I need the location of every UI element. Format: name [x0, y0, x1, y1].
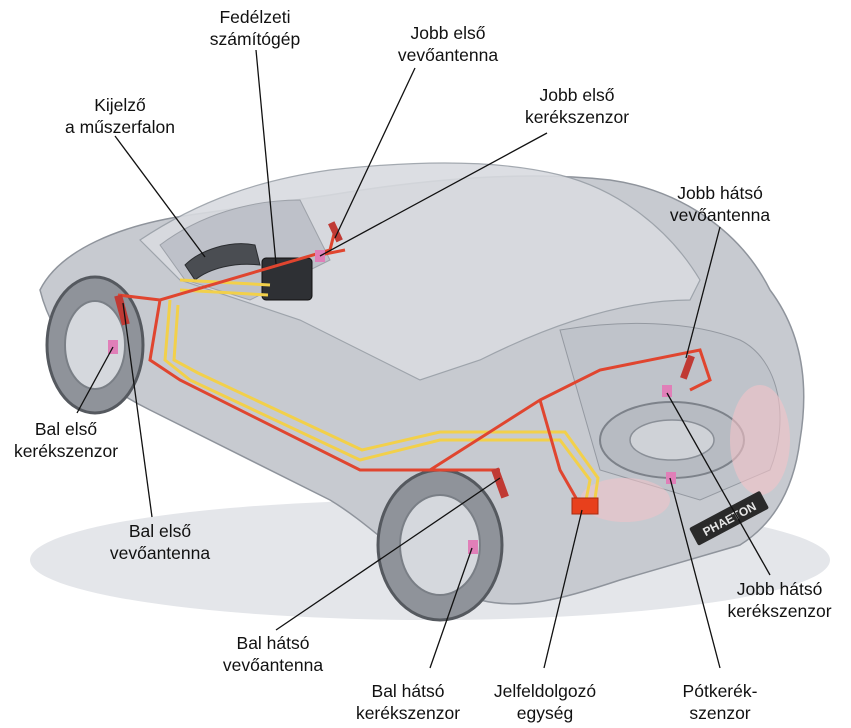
label-spare-wheel-sensor: Pótkerék- szenzor: [640, 680, 800, 724]
label-line: kerékszenzor: [497, 106, 657, 128]
label-line: Jelfeldolgozó: [465, 680, 625, 702]
label-signal-unit: Jelfeldolgozó egység: [465, 680, 625, 724]
label-rear-left-sensor: Bal hátsó kerékszenzor: [328, 680, 488, 724]
label-line: kerékszenzor: [708, 600, 851, 622]
label-line: egység: [465, 702, 625, 724]
label-line: Bal hátsó: [328, 680, 488, 702]
label-line: Jobb hátsó: [708, 578, 851, 600]
rear-right-sensor-marker: [662, 385, 672, 397]
label-line: Jobb első: [497, 84, 657, 106]
label-line: a műszerfalon: [40, 116, 200, 138]
label-line: Jobb hátsó: [640, 182, 800, 204]
label-line: Kijelző: [40, 94, 200, 116]
label-rear-left-antenna: Bal hátsó vevőantenna: [193, 632, 353, 676]
label-rear-right-antenna: Jobb hátsó vevőantenna: [640, 182, 800, 226]
label-dashboard-display: Kijelző a műszerfalon: [40, 94, 200, 138]
label-line: Jobb első: [368, 22, 528, 44]
label-front-right-sensor: Jobb első kerékszenzor: [497, 84, 657, 128]
onboard-computer-box: [262, 258, 312, 300]
label-line: szenzor: [640, 702, 800, 724]
label-line: vevőantenna: [80, 542, 240, 564]
label-line: Bal első: [0, 418, 132, 440]
label-line: vevőantenna: [368, 44, 528, 66]
rear-light-right: [730, 385, 790, 495]
label-line: Fedélzeti: [175, 6, 335, 28]
rear-left-sensor-marker: [468, 540, 478, 554]
label-front-left-antenna: Bal első vevőantenna: [80, 520, 240, 564]
signal-unit-marker: [572, 498, 598, 514]
label-line: Bal első: [80, 520, 240, 542]
label-line: számítógép: [175, 28, 335, 50]
label-line: Bal hátsó: [193, 632, 353, 654]
label-onboard-computer: Fedélzeti számítógép: [175, 6, 335, 50]
label-rear-right-sensor: Jobb hátsó kerékszenzor: [708, 578, 851, 622]
label-front-right-antenna: Jobb első vevőantenna: [368, 22, 528, 66]
label-line: kerékszenzor: [0, 440, 132, 462]
label-line: Pótkerék-: [640, 680, 800, 702]
label-line: vevőantenna: [193, 654, 353, 676]
label-front-left-sensor: Bal első kerékszenzor: [0, 418, 132, 462]
label-line: vevőantenna: [640, 204, 800, 226]
label-line: kerékszenzor: [328, 702, 488, 724]
